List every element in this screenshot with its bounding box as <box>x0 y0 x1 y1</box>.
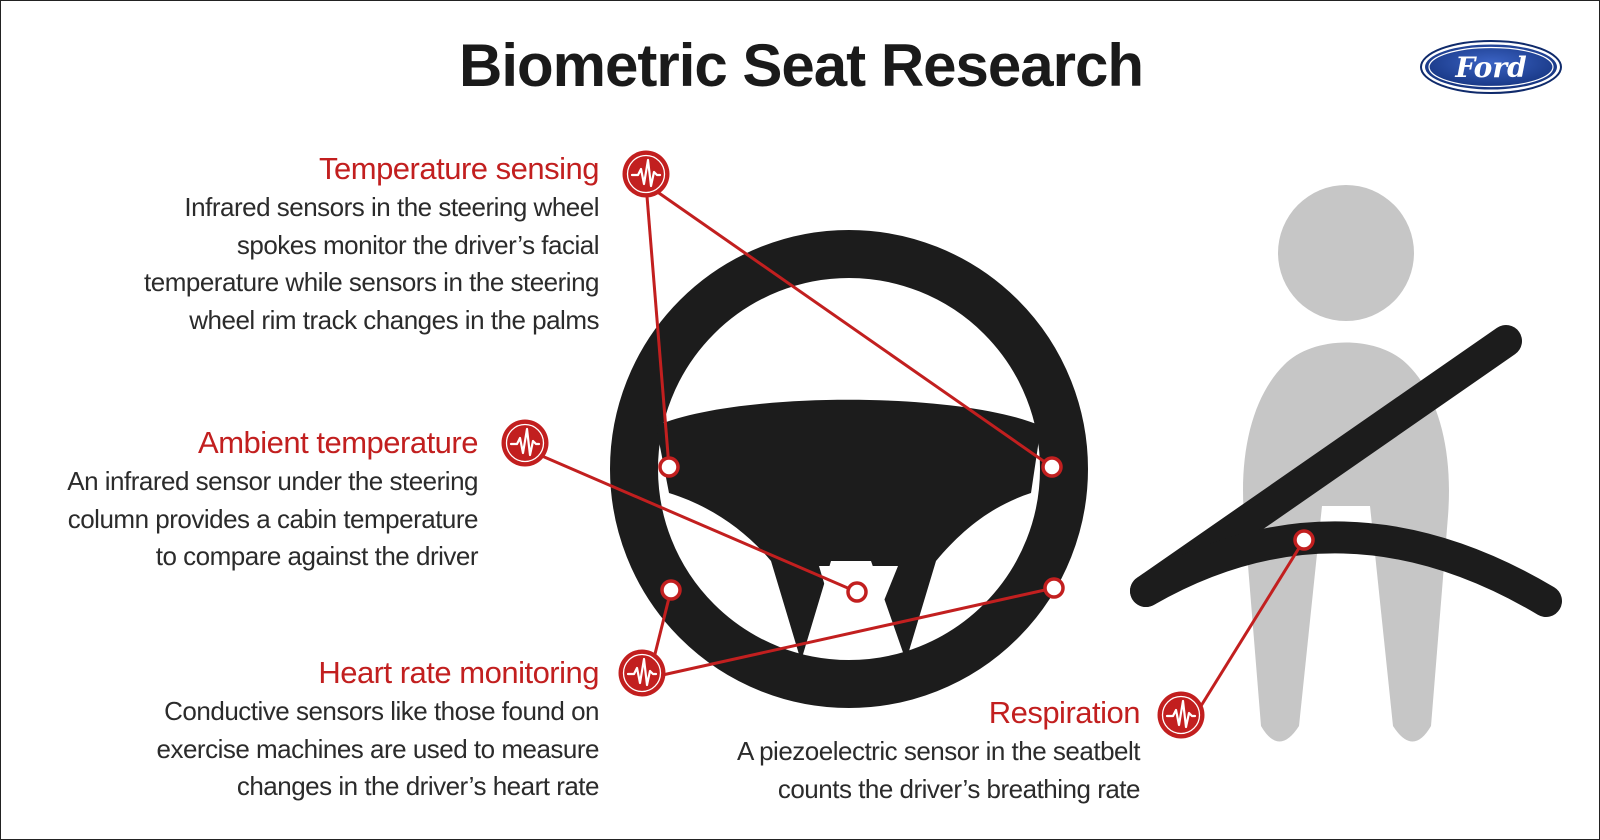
sensor-dot-column <box>846 581 868 603</box>
heartbeat-icon <box>617 648 667 698</box>
annotation-respiration: Respiration A piezoelectric sensor in th… <box>736 693 1141 808</box>
annotation-temperature: Temperature sensing Infrared sensors in … <box>144 149 599 339</box>
body-line: changes in the driver’s heart rate <box>236 771 600 801</box>
annotation-heading: Temperature sensing <box>319 151 599 186</box>
annotation-ambient: Ambient temperature An infrared sensor u… <box>67 423 478 576</box>
annotation-body: An infrared sensor under the steering co… <box>67 463 478 576</box>
body-line: An infrared sensor under the steering <box>67 466 478 496</box>
body-line: Conductive sensors like those found on <box>164 696 599 726</box>
heartbeat-icon <box>1156 690 1206 740</box>
annotation-heart-rate: Heart rate monitoring Conductive sensors… <box>156 653 599 806</box>
ford-logo-text: Ford <box>1454 51 1526 84</box>
driver-figure <box>1243 185 1449 742</box>
steering-wheel <box>610 230 1088 708</box>
sensor-dot-left-rim <box>660 579 682 601</box>
connector-lines <box>534 182 1306 715</box>
sensor-dot-right-spoke <box>1041 456 1063 478</box>
body-line: spokes monitor the driver’s facial <box>236 229 600 260</box>
annotation-body: Conductive sensors like those found on e… <box>156 693 599 806</box>
body-line: exercise machines are used to measure <box>156 733 599 764</box>
body-line: column provides a cabin temperature <box>67 503 479 534</box>
sensor-dot-left-spoke <box>658 456 680 478</box>
body-line: Infrared sensors in the steering wheel <box>184 192 599 222</box>
body-line: temperature while sensors in the steerin… <box>144 267 599 297</box>
body-line: to compare against the driver <box>155 541 479 571</box>
sensor-points <box>658 456 1315 603</box>
annotation-heading: Heart rate monitoring <box>318 655 599 690</box>
body-line: A piezoelectric sensor in the seatbelt <box>736 736 1141 766</box>
seatbelt <box>1130 325 1562 617</box>
page-title: Biometric Seat Research <box>459 32 1144 99</box>
ford-logo: Ford <box>1420 40 1562 94</box>
heartbeat-icon <box>500 418 550 468</box>
body-line: wheel rim track changes in the palms <box>189 304 599 335</box>
annotation-body: Infrared sensors in the steering wheel s… <box>144 189 599 339</box>
sensor-dot-right-rim <box>1043 577 1065 599</box>
annotation-body: A piezoelectric sensor in the seatbelt c… <box>736 733 1141 808</box>
annotation-heading: Respiration <box>988 695 1141 730</box>
annotation-heading: Ambient temperature <box>198 425 478 460</box>
heartbeat-icon <box>621 149 671 199</box>
body-line: counts the driver’s breathing rate <box>777 773 1141 804</box>
sensor-dot-seatbelt <box>1293 529 1315 551</box>
